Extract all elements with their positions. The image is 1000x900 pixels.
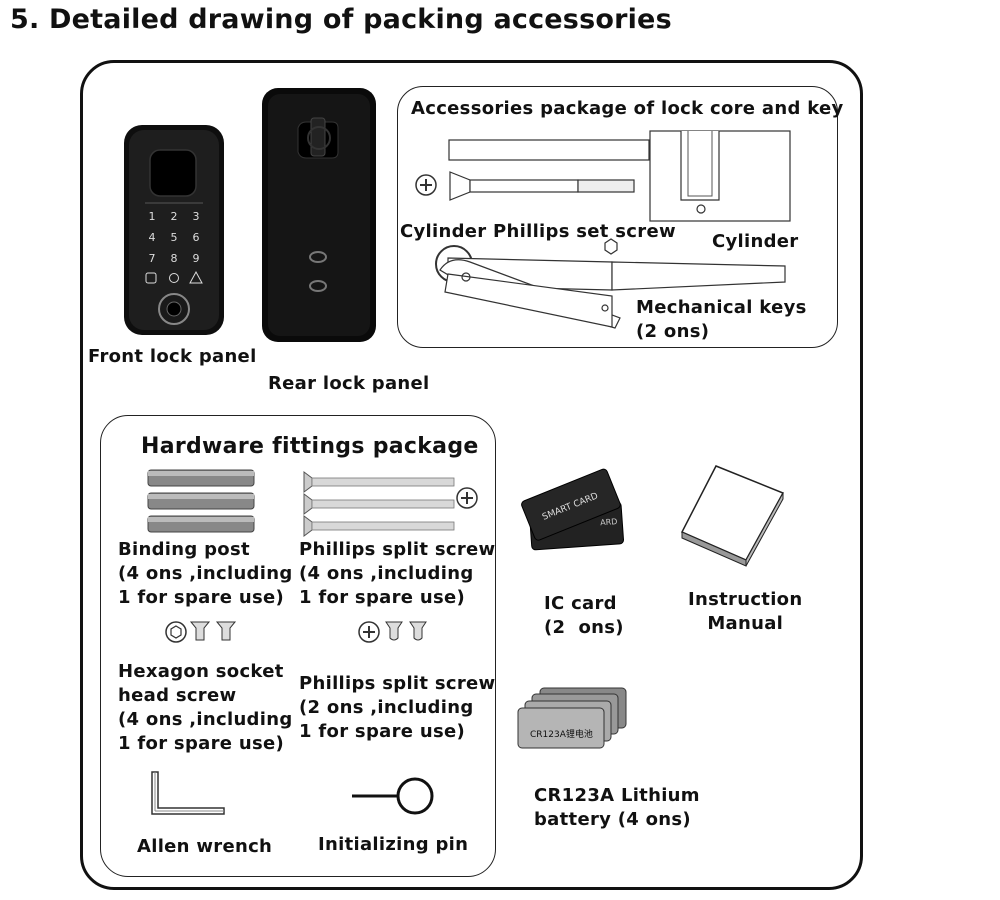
mechanical-keys-label: Mechanical keys (2 ons): [636, 297, 807, 342]
card-back-text: ARD: [600, 517, 618, 527]
battery-label: CR123A Lithium battery (4 ons): [534, 785, 700, 830]
cylinder-screw-image: [415, 171, 635, 201]
home-icon: [145, 272, 157, 284]
thumb-turn: [310, 117, 326, 157]
hardware-box-title: Hardware fittings package: [141, 434, 479, 459]
keypad-key: 2: [171, 210, 178, 223]
mechanical-keys-image: [435, 238, 786, 329]
keypad-key: 9: [193, 252, 200, 265]
accessories-box-title: Accessories package of lock core and key: [411, 98, 844, 119]
keypad-key: 6: [193, 231, 200, 244]
keypad-key: 5: [171, 231, 178, 244]
phillips-split-screw-label: Phillips split screw (4 ons ,including 1…: [299, 539, 496, 608]
hexagon-socket-screw-label: Hexagon socket head screw (4 ons ,includ…: [118, 661, 293, 754]
hexagon-socket-screws-image: [165, 621, 237, 643]
instruction-manual-image: [680, 465, 785, 567]
hardware-package-box: [100, 415, 496, 877]
accessories-package-box: [397, 86, 838, 348]
initializing-pin-image: [352, 777, 434, 815]
cylinder-label: Cylinder: [712, 231, 799, 252]
front-lock-panel-label: Front lock panel: [88, 346, 257, 367]
cylinder-image: [448, 130, 791, 222]
phillips-long-screws-image: [303, 471, 478, 537]
cylinder-screw-label: Cylinder Phillips set screw: [400, 221, 676, 242]
allen-wrench-label: Allen wrench: [137, 836, 273, 857]
keypad-key: 3: [193, 210, 200, 223]
outer-frame: [80, 60, 863, 890]
initializing-pin-label: Initializing pin: [318, 834, 469, 855]
fingerprint-sensor: [149, 149, 197, 197]
battery-image: CR123A锂电池: [517, 687, 627, 749]
keypad-key: 7: [149, 252, 156, 265]
keypad-key: 4: [149, 231, 156, 244]
rear-lock-panel-label: Rear lock panel: [268, 373, 430, 394]
page-title: 5. Detailed drawing of packing accessori…: [10, 4, 672, 35]
front-lock-panel-image: 1 2 3 4 5 6 7 8 9: [124, 125, 224, 335]
ic-card-image: ARD SMART CARD: [521, 468, 624, 551]
rear-lock-panel-image: [262, 88, 376, 342]
instruction-manual-label: Instruction Manual: [688, 589, 803, 634]
ic-card-label: IC card (2 ons): [544, 593, 624, 638]
phillips-split-screw-small-label: Phillips split screw (2 ons ,including 1…: [299, 673, 496, 742]
binding-post-label: Binding post (4 ons ,including 1 for spa…: [118, 539, 293, 608]
battery-print: CR123A锂电池: [530, 728, 593, 740]
keypad-key: 1: [149, 210, 156, 223]
bell-icon: [189, 270, 203, 284]
binding-post-image: [147, 469, 255, 533]
phillips-short-screws-image: [358, 621, 427, 643]
allen-wrench-image: [151, 771, 225, 815]
keypad-key: 8: [171, 252, 178, 265]
lock-key-icon: [169, 273, 179, 283]
